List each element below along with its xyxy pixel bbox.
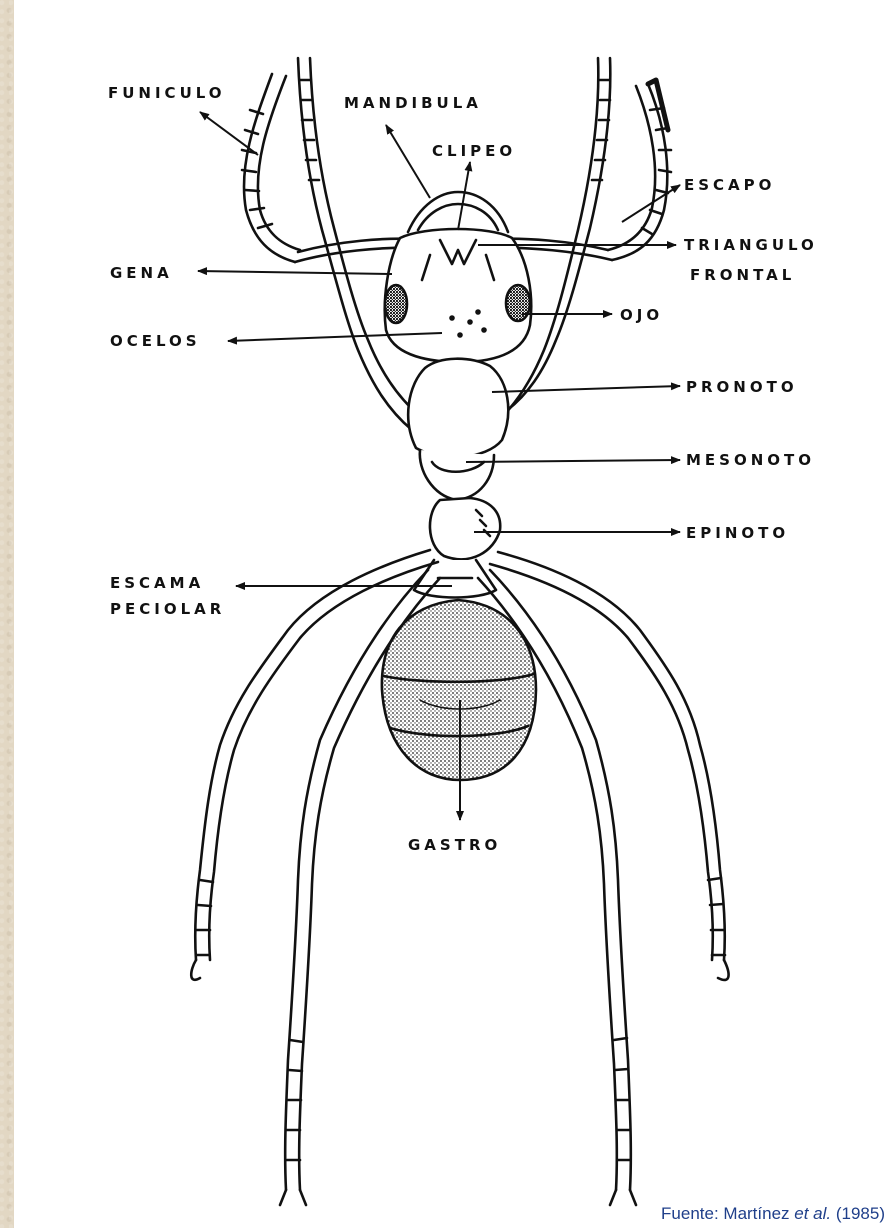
pronotum — [408, 359, 508, 457]
label-gastro: GASTRO — [408, 836, 501, 854]
label-triangulo-line1: TRIANGULO — [684, 236, 818, 254]
source-prefix: Fuente: Martínez — [661, 1204, 794, 1223]
label-clipeo: CLIPEO — [432, 142, 516, 160]
pointer-funiculo — [200, 112, 258, 155]
label-escama-line2: PECIOLAR — [110, 600, 225, 618]
pointer-mesonoto — [466, 460, 680, 462]
left-antenna — [242, 74, 300, 262]
ant-head — [385, 192, 531, 362]
label-escama-line1: ESCAMA — [110, 574, 204, 592]
pointer-clipeo — [458, 162, 470, 230]
label-funiculo: FUNICULO — [108, 84, 226, 102]
pointer-gena — [198, 271, 392, 274]
label-epinoto: EPINOTO — [686, 524, 789, 542]
mesonotum — [420, 450, 494, 500]
pointer-pronoto — [492, 386, 680, 392]
pointer-mandibula — [386, 125, 430, 198]
source-caption: Fuente: Martínez et al. (1985) — [661, 1204, 885, 1224]
label-pronoto: PRONOTO — [686, 378, 798, 396]
right-antenna — [608, 80, 671, 260]
right-eye — [506, 285, 530, 321]
middle-leg-right — [490, 552, 729, 980]
epinotum — [430, 498, 500, 559]
label-gena: GENA — [110, 264, 173, 282]
label-mandibula: MANDIBULA — [344, 94, 482, 112]
label-ojo: OJO — [620, 306, 663, 324]
left-eye — [385, 285, 407, 323]
label-escapo: ESCAPO — [684, 176, 775, 194]
source-year: (1985) — [831, 1204, 885, 1223]
gaster — [382, 600, 536, 780]
label-mesonoto: MESONOTO — [686, 451, 815, 469]
label-ocelos: OCELOS — [110, 332, 201, 350]
source-etal: et al. — [794, 1204, 831, 1223]
label-triangulo-line2: FRONTAL — [690, 266, 795, 284]
pointer-escapo — [622, 185, 680, 222]
